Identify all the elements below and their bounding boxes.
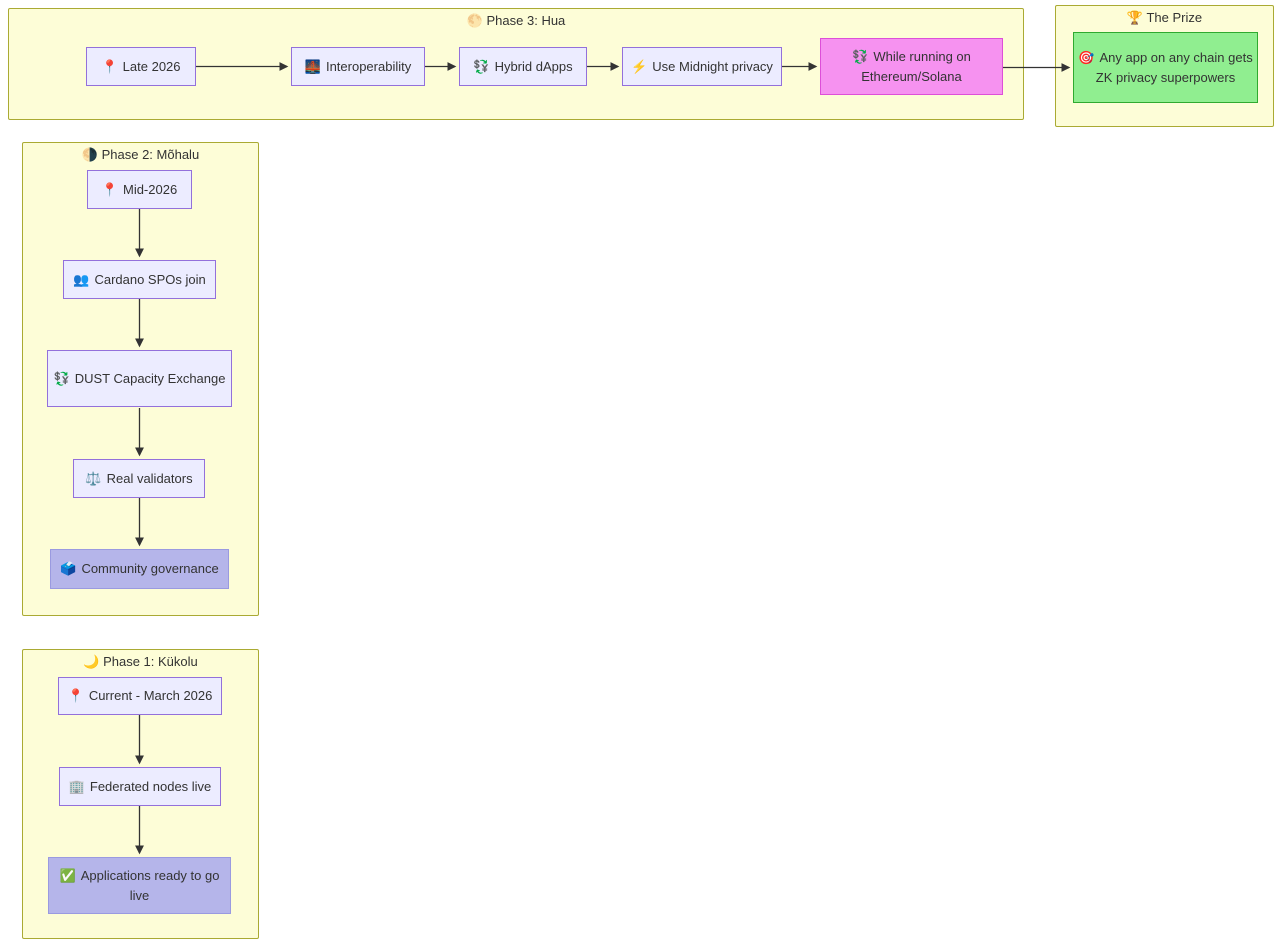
exchange-icon: 💱: [473, 58, 490, 74]
node-label: Community governance: [81, 561, 219, 577]
node-interoperability: 🌉Interoperability: [291, 47, 425, 86]
node-label: DUST Capacity Exchange: [74, 370, 226, 386]
pin-icon: 📍: [101, 58, 118, 74]
subgraph-phase-3-title: 🌕 Phase 3: Hua: [9, 13, 1023, 29]
node-label: Any app on any chain gets ZK privacy sup…: [1095, 50, 1253, 85]
target-icon: 🎯: [1078, 50, 1095, 65]
bridge-icon: 🌉: [304, 58, 321, 74]
node-label: While running on Ethereum/Solana: [861, 49, 971, 84]
node-label: Use Midnight privacy: [652, 58, 773, 74]
pin-icon: 📍: [67, 688, 84, 704]
last-quarter-moon-icon: 🌗: [81, 147, 98, 162]
node-label: Federated nodes live: [89, 778, 212, 794]
node-label: Interoperability: [325, 58, 412, 74]
node-label: Applications ready to go live: [80, 868, 220, 903]
node-label: Mid-2026: [122, 181, 178, 197]
lightning-icon: ⚡: [631, 58, 648, 74]
node-late-2026: 📍Late 2026: [86, 47, 196, 86]
node-applications-ready-to-go-live: ✅ Applications ready to go live: [48, 857, 231, 914]
node-label: Current - March 2026: [88, 688, 213, 704]
office-building-icon: 🏢: [68, 778, 85, 794]
exchange-icon: 💱: [53, 370, 70, 386]
node-while-running-on-ethereum-solana: 💱While running on Ethereum/Solana: [820, 38, 1003, 95]
subgraph-the-prize-title: 🏆 The Prize: [1056, 10, 1273, 26]
node-label: Real validators: [106, 470, 193, 486]
subgraph-title-label: Phase 2: Mõhalu: [101, 147, 200, 162]
subgraph-title-label: Phase 1: Kükolu: [103, 654, 198, 669]
full-moon-icon: 🌕: [466, 13, 483, 28]
subgraph-title-label: The Prize: [1146, 10, 1203, 25]
exchange-icon: 💱: [852, 49, 869, 64]
node-cardano-spos-join: 👥Cardano SPOs join: [63, 260, 216, 299]
node-federated-nodes-live: 🏢Federated nodes live: [59, 767, 221, 806]
node-prize: 🎯Any app on any chain gets ZK privacy su…: [1073, 32, 1258, 103]
node-real-validators: ⚖️Real validators: [73, 459, 205, 498]
check-mark-icon: ✅: [59, 868, 76, 883]
node-dust-capacity-exchange: 💱DUST Capacity Exchange: [47, 350, 232, 407]
node-community-governance: 🗳️Community governance: [50, 549, 229, 589]
node-label: Hybrid dApps: [494, 58, 573, 74]
node-use-midnight-privacy: ⚡Use Midnight privacy: [622, 47, 782, 86]
subgraph-phase-1-title: 🌙 Phase 1: Kükolu: [23, 654, 258, 670]
subgraph-title-label: Phase 3: Hua: [486, 13, 566, 28]
scales-icon: ⚖️: [85, 470, 102, 486]
node-label: Late 2026: [122, 58, 181, 74]
people-icon: 👥: [73, 271, 90, 287]
node-current-march-2026: 📍Current - March 2026: [58, 677, 222, 715]
subgraph-phase-2-title: 🌗 Phase 2: Mõhalu: [23, 147, 258, 163]
crescent-moon-icon: 🌙: [83, 654, 100, 669]
ballot-box-icon: 🗳️: [60, 561, 77, 577]
trophy-icon: 🏆: [1126, 10, 1144, 25]
node-label: Cardano SPOs join: [94, 271, 206, 287]
node-hybrid-dapps: 💱Hybrid dApps: [459, 47, 587, 86]
pin-icon: 📍: [101, 181, 118, 197]
node-mid-2026: 📍Mid-2026: [87, 170, 192, 209]
